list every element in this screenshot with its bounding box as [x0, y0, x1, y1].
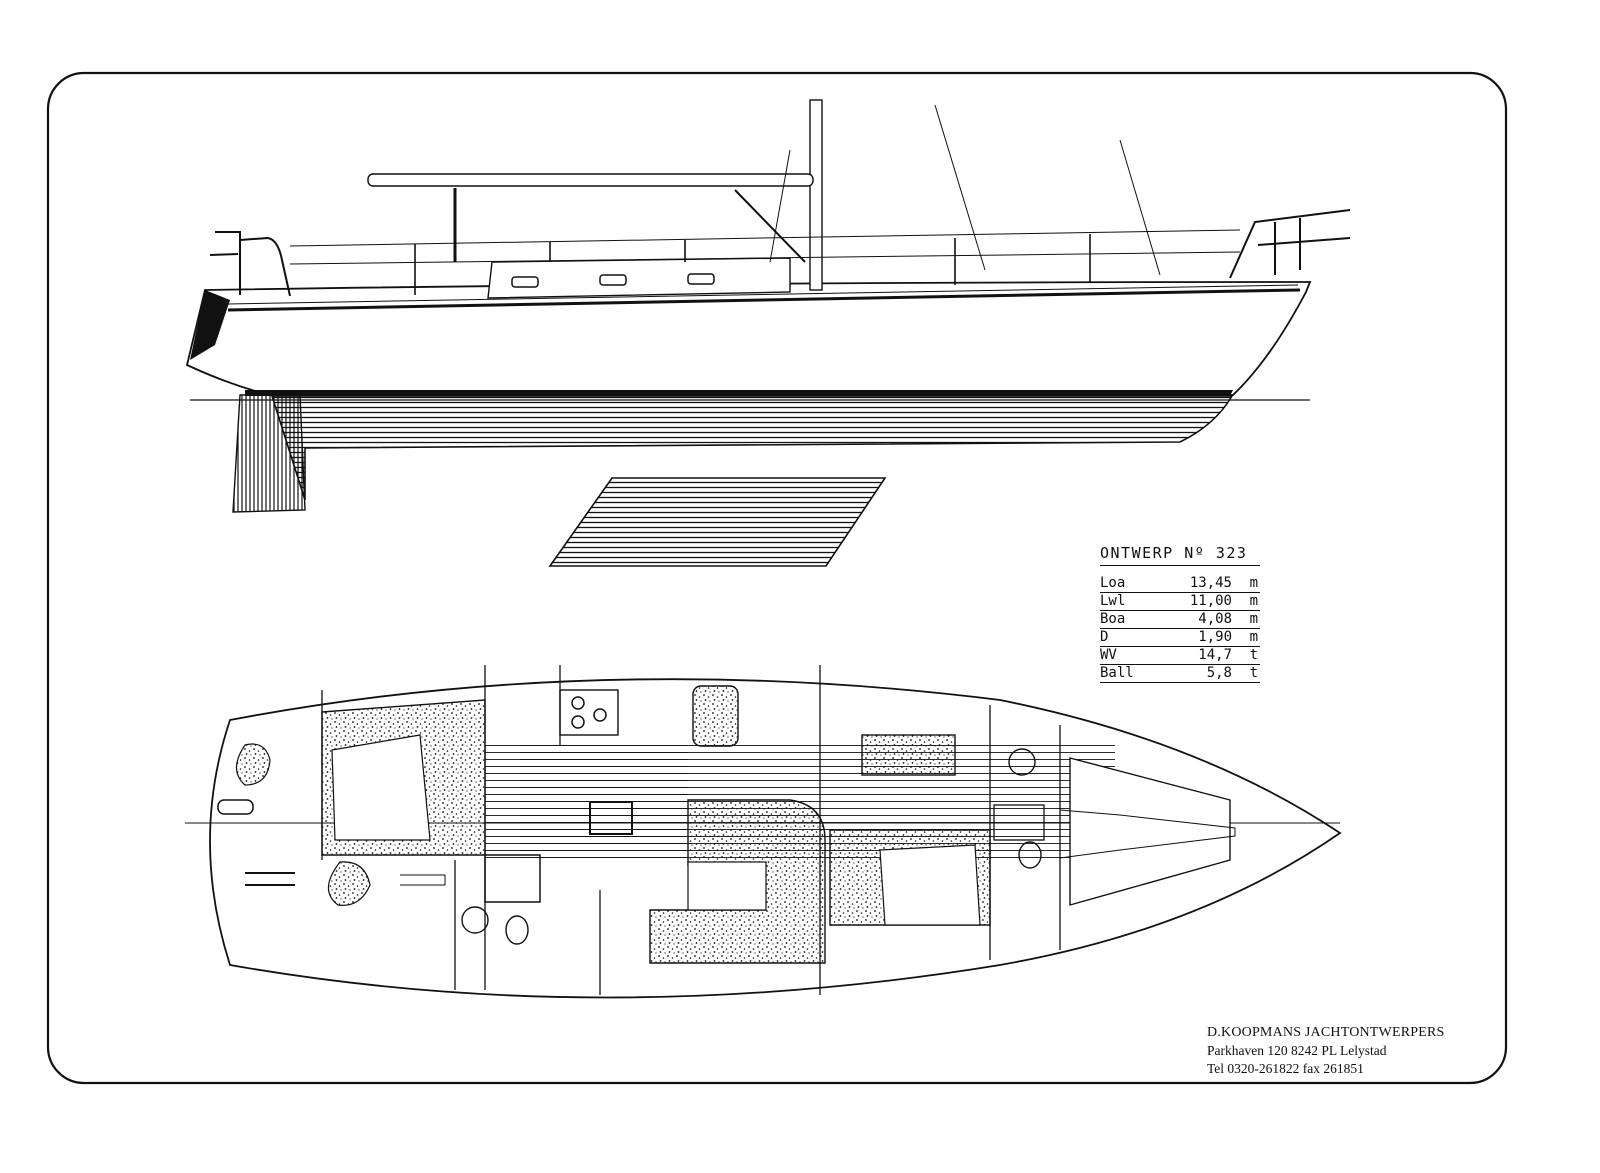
title-block: D.KOOPMANS JACHTONTWERPERS Parkhaven 120…	[1207, 1024, 1445, 1078]
spec-label: WV	[1100, 647, 1117, 663]
spec-label: D	[1100, 629, 1109, 645]
spec-value: 5,8	[1206, 665, 1232, 681]
stern-pulpit	[215, 231, 291, 297]
spec-row: Ball 5,8 t	[1100, 665, 1260, 683]
portlight	[511, 276, 539, 288]
bimini	[367, 173, 814, 187]
spec-label: Lwl	[1100, 593, 1126, 609]
portlight	[687, 273, 715, 285]
accommodation-plan	[185, 665, 1342, 999]
firm-name: D.KOOPMANS JACHTONTWERPERS	[1207, 1025, 1445, 1040]
design-spec-table: ONTWERP Nº 323 Loa 13,45 m Lwl 11,00 m Boa 4,…	[1100, 544, 1260, 683]
spec-label: Ball	[1100, 665, 1134, 681]
spec-label: Loa	[1100, 575, 1126, 591]
boot-stripe	[245, 390, 1233, 396]
galley-counter	[559, 689, 619, 736]
spec-value: 4,08	[1198, 611, 1232, 627]
deckhouse	[487, 257, 791, 299]
starboard-settee	[692, 685, 739, 747]
spec-value: 1,90	[1198, 629, 1232, 645]
spec-row: Lwl 11,00 m	[1100, 593, 1260, 611]
spec-unit: m	[1249, 593, 1258, 609]
mast	[809, 99, 823, 291]
heads-fixture	[1008, 748, 1036, 776]
hull-underbody	[270, 395, 1234, 501]
spec-unit: t	[1249, 647, 1258, 663]
bow-pulpit	[1229, 209, 1351, 279]
spec-unit: m	[1249, 629, 1258, 645]
spec-unit: t	[1249, 665, 1258, 681]
spec-label: Boa	[1100, 611, 1126, 627]
firm-contact: Tel 0320-261822 fax 261851	[1207, 1061, 1364, 1076]
portlight	[599, 274, 627, 286]
sheet-border	[46, 71, 1508, 1085]
v-berth	[1069, 757, 1231, 906]
rudder	[232, 394, 306, 513]
spec-row: D 1,90 m	[1100, 629, 1260, 647]
spec-value: 14,7	[1198, 647, 1232, 663]
side-profile-view	[185, 99, 1351, 567]
spec-row: Boa 4,08 m	[1100, 611, 1260, 629]
firm-address: Parkhaven 120 8242 PL Lelystad	[1207, 1043, 1387, 1058]
keel	[548, 477, 887, 567]
spec-unit: m	[1249, 575, 1258, 591]
design-number: ONTWERP Nº 323	[1100, 544, 1260, 566]
spec-row: Loa 13,45 m	[1100, 575, 1260, 593]
spec-unit: m	[1249, 611, 1258, 627]
spec-row: WV 14,7 t	[1100, 647, 1260, 665]
spec-value: 13,45	[1189, 575, 1232, 591]
spec-value: 11,00	[1189, 593, 1232, 609]
